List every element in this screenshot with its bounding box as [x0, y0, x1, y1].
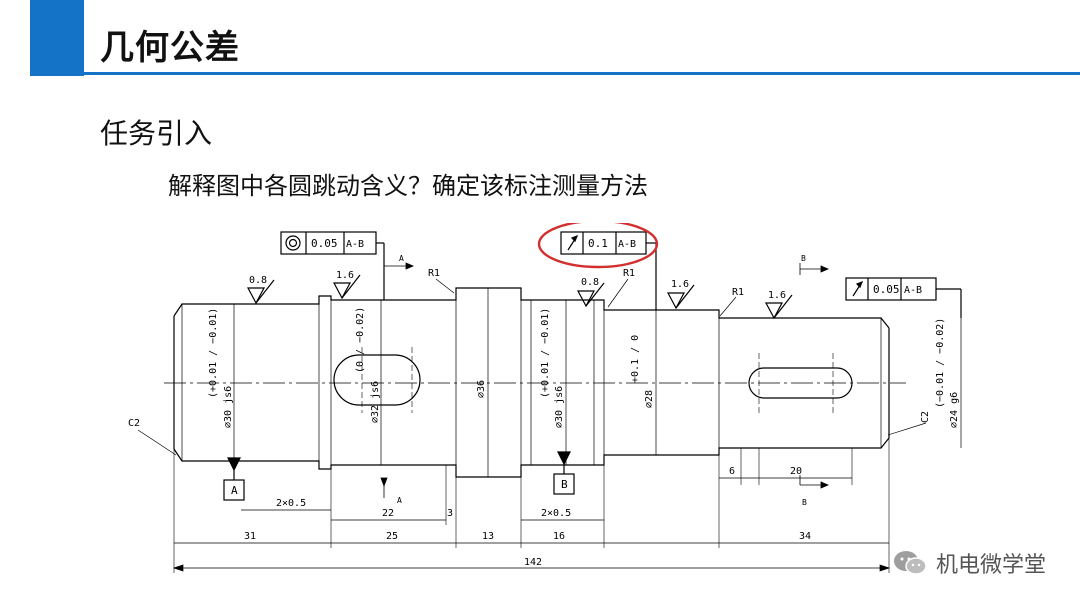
dia-d1: ∅30 js6	[223, 386, 234, 428]
dia-d5-tol: +0.1 / 0	[630, 335, 641, 383]
dia-d6-tol: (−0.01 / −0.02)	[935, 318, 946, 408]
dia-d4-tol: (+0.01 / −0.01)	[540, 308, 551, 398]
fcf-top-mid-value: 0.1	[588, 237, 608, 250]
dim-total: 142	[524, 557, 542, 568]
dim-25: 25	[386, 531, 398, 542]
roughness-1: 0.8	[249, 275, 267, 286]
fillet-r1-right: R1	[732, 287, 744, 298]
section-b-top: B	[801, 254, 806, 263]
fcf-top-left: 0.05 A-B	[280, 231, 385, 300]
roughness-4: 1.6	[671, 279, 689, 290]
dia-d3: ∅36	[476, 380, 487, 398]
page-title: 几何公差	[100, 28, 240, 68]
section-a-bottom: A	[397, 496, 402, 505]
dim-3: 3	[447, 508, 453, 519]
dim-22: 22	[382, 508, 394, 519]
roughness-3: 0.8	[581, 277, 599, 288]
fcf-top-mid: 0.1 A-B	[560, 231, 657, 310]
dia-d5: ∅28	[644, 390, 655, 408]
dim-31: 31	[244, 531, 256, 542]
datum-b-label: B	[561, 478, 568, 491]
dim-6: 6	[729, 466, 735, 477]
dim-13: 13	[482, 531, 494, 542]
fillet-r1-left: R1	[428, 268, 440, 279]
section-subtitle: 任务引入	[100, 117, 213, 150]
dim-16: 16	[553, 531, 565, 542]
dim-20: 20	[790, 466, 802, 477]
fillet-r1-mid: R1	[623, 268, 635, 279]
wechat-icon	[893, 551, 927, 575]
chamfer-c2-left: C2	[128, 418, 140, 429]
shaft-outline-bottom	[173, 437, 890, 478]
dim-groove-2: 2×0.5	[541, 508, 571, 519]
watermark-text: 机电微学堂	[935, 553, 1046, 578]
header-band	[0, 0, 1080, 78]
dim-34: 34	[799, 531, 811, 542]
header-rule	[84, 72, 1080, 75]
dim-groove-1: 2×0.5	[276, 498, 306, 509]
dia-d6: ∅24 g6	[949, 392, 960, 428]
section-b-bottom: B	[802, 498, 807, 507]
fcf-top-left-value: 0.05	[311, 237, 338, 250]
dia-d1-tol: (+0.01 / −0.01)	[208, 308, 219, 398]
datum-a-label: A	[231, 484, 238, 497]
shaft-drawing: ∅30 js6 (+0.01 / −0.01) ∅32 js6 (0 / −0.…	[116, 219, 976, 581]
roughness-2: 1.6	[336, 270, 354, 281]
fcf-right-datum: A-B	[904, 285, 922, 296]
chamfer-c2-right: C2	[920, 411, 931, 423]
dia-d4: ∅30 js6	[554, 386, 565, 428]
fcf-top-mid-datum: A-B	[618, 239, 636, 250]
keyway-left	[333, 354, 421, 406]
fcf-right: 0.05 A-B	[845, 277, 962, 318]
task-question: 解释图中各圆跳动含义？确定该标注测量方法	[168, 172, 648, 200]
concentricity-icon	[285, 235, 301, 251]
dia-d2: ∅32 js6	[370, 381, 381, 423]
dia-d2-tol: (0 / −0.02)	[355, 307, 366, 373]
header-accent-block	[30, 0, 84, 76]
keyway-right	[748, 367, 853, 399]
section-a-top: A	[399, 254, 404, 263]
roughness-5: 1.6	[768, 290, 786, 301]
datum-b: B	[553, 451, 575, 495]
watermark: 机电微学堂	[892, 547, 1046, 579]
fcf-top-left-datum: A-B	[346, 239, 364, 250]
fcf-right-value: 0.05	[873, 283, 900, 296]
datum-a: A	[223, 457, 245, 501]
